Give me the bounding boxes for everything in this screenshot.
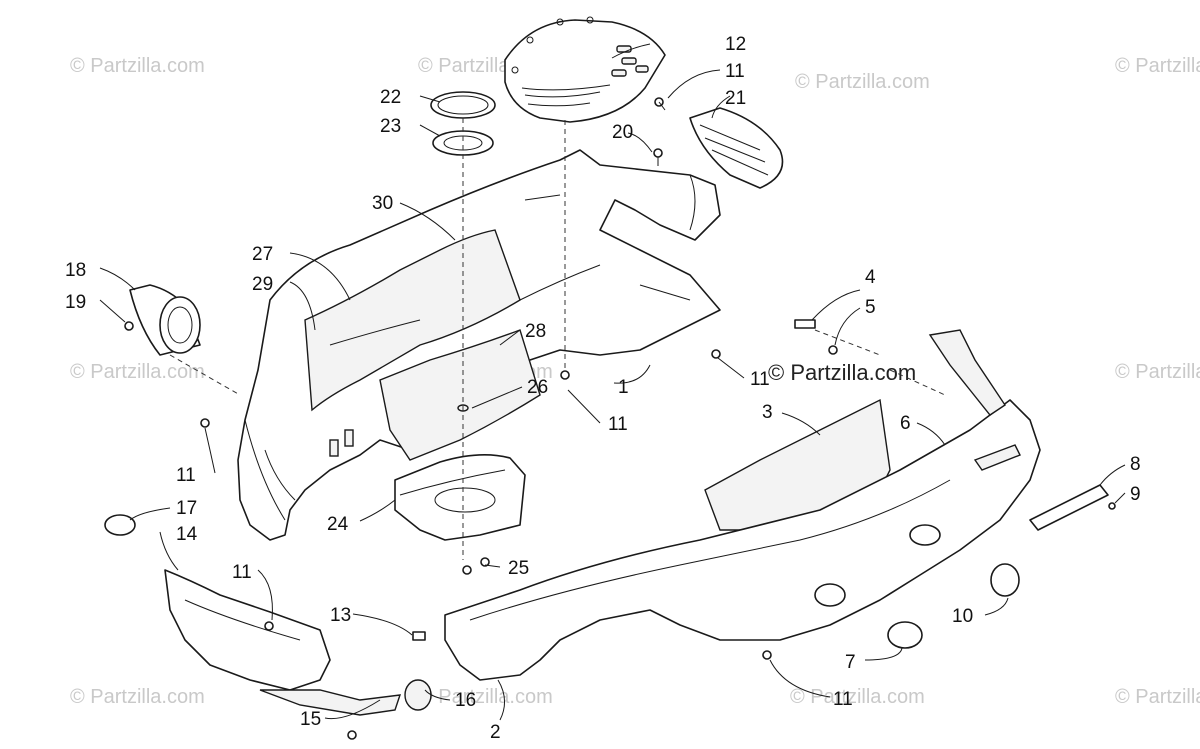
callout-18: 18 (65, 260, 86, 281)
callout-9: 9 (1130, 484, 1141, 505)
callout-21: 21 (725, 88, 746, 109)
callout-23: 23 (380, 116, 401, 137)
part-15-screw (347, 730, 357, 740)
part-11-bolt (560, 370, 570, 380)
callout-30: 30 (372, 193, 393, 214)
callout-4: 4 (865, 267, 876, 288)
callout-29: 29 (252, 274, 273, 295)
watermark: © Partzilla.com (1115, 55, 1200, 77)
part-11-bolt (711, 349, 721, 359)
assembly-line (814, 329, 881, 356)
callout-25: 25 (508, 558, 529, 579)
callout-11: 11 (750, 369, 770, 390)
leader-lines (99, 43, 1126, 721)
part-4-bolt (794, 319, 816, 329)
callout-2: 2 (490, 722, 501, 743)
watermark: © Partzilla.com (418, 686, 553, 708)
part-7-cap (887, 621, 923, 649)
callout-24: 24 (327, 514, 349, 535)
part-11-bolt (654, 97, 666, 111)
callout-1: 1 (618, 377, 629, 398)
callout-6: 6 (900, 413, 911, 434)
part-17-clamp (104, 514, 136, 536)
assembly-line (889, 369, 946, 396)
callout-11: 11 (232, 562, 252, 583)
callout-19: 19 (65, 292, 86, 313)
callout-5: 5 (865, 297, 876, 318)
callout-11: 11 (725, 61, 745, 82)
part-5-washer (828, 345, 838, 355)
part-11-bolt (200, 418, 210, 428)
callout-16: 16 (455, 690, 476, 711)
part-24-tray (394, 454, 526, 541)
watermark: © Partzilla.com (1115, 686, 1200, 708)
callout-12: 12 (725, 34, 746, 55)
part-21-vent (689, 107, 784, 189)
callout-8: 8 (1130, 454, 1141, 475)
part-20-bolt (653, 148, 663, 166)
callout-11: 11 (833, 689, 853, 710)
part-2-hull (444, 329, 1041, 681)
callout-3: 3 (762, 402, 773, 423)
callout-10: 10 (952, 606, 973, 627)
watermark: © Partzilla.com (70, 686, 205, 708)
callout-27: 27 (252, 244, 273, 265)
callout-20: 20 (612, 122, 633, 143)
callout-28: 28 (525, 321, 546, 342)
watermark: © Partzilla.com (1115, 361, 1200, 383)
part-9-screw (1108, 502, 1116, 510)
part-8-reflector (1029, 484, 1109, 531)
callout-15: 15 (300, 709, 321, 730)
watermark: © Partzilla.com (790, 686, 925, 708)
part-10-cap (990, 563, 1020, 597)
part-25-bolt (462, 557, 490, 575)
callout-11: 11 (176, 465, 196, 486)
part-23-ring (432, 130, 494, 156)
part-18-boot (129, 284, 201, 356)
center-watermark: © Partzilla.com (768, 360, 916, 385)
part-19-bolt (124, 321, 134, 331)
part-11-bolt (762, 650, 772, 660)
callout-22: 22 (380, 87, 401, 108)
part-11-bolt (264, 621, 274, 631)
callout-11: 11 (608, 414, 628, 435)
assembly-line (169, 354, 241, 396)
callout-14: 14 (176, 524, 198, 545)
watermark: © Partzilla.com (70, 361, 205, 383)
part-1-body (237, 149, 721, 541)
part-22-ring (430, 91, 496, 119)
callout-17: 17 (176, 498, 197, 519)
watermark: © Partzilla.com (795, 71, 930, 93)
watermark: © Partzilla.com (70, 55, 205, 77)
callout-7: 7 (845, 652, 856, 673)
part-13-clip (412, 631, 426, 641)
callout-13: 13 (330, 605, 351, 626)
callout-26: 26 (527, 377, 548, 398)
part-12-cover (504, 16, 666, 123)
part-16-plug (404, 679, 432, 711)
